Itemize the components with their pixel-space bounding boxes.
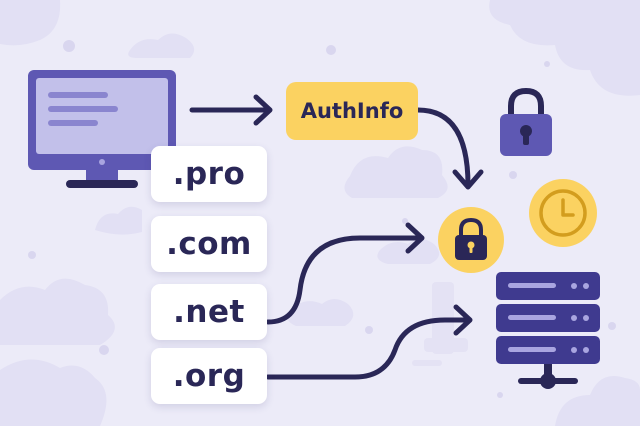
- arrow-org-to-server: [265, 317, 471, 380]
- tld-org-label: .org: [151, 348, 267, 404]
- padlock-icon: [500, 87, 552, 156]
- arrow-net-to-padlock: [265, 235, 423, 325]
- clock-icon: [529, 179, 597, 247]
- arrow-net-to-padlock-head: [405, 222, 425, 254]
- padlock-badge-icon: [438, 207, 504, 273]
- monitor-icon: [28, 70, 176, 188]
- arrow-authinfo-to-padlock-head: [452, 169, 484, 190]
- server-rack-icon: [496, 272, 600, 389]
- tld-com-label: .com: [151, 216, 267, 272]
- tld-net-label: .net: [151, 284, 267, 340]
- arrow-computer-to-authinfo-head: [253, 94, 273, 126]
- authinfo-label: AuthInfo: [286, 82, 418, 140]
- arrow-org-to-server-head: [453, 304, 473, 336]
- arrow-authinfo-to-padlock: [415, 107, 471, 188]
- tld-pro-label: .pro: [151, 146, 267, 202]
